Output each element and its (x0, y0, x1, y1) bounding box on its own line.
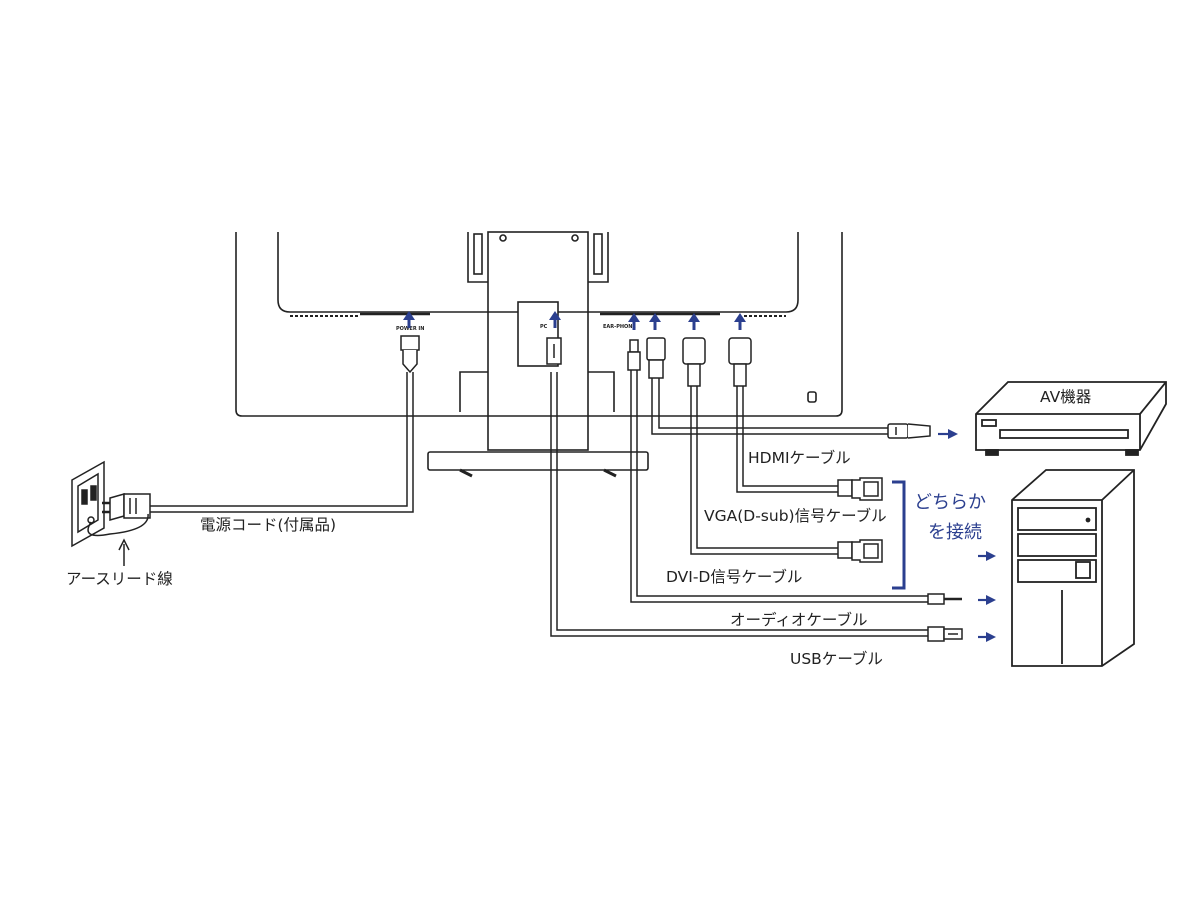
usb-cable-label: USBケーブル (790, 649, 883, 668)
device-connectors (837, 423, 963, 642)
connect-either-label-line1: どちらか (914, 492, 986, 513)
port-arrows (403, 311, 746, 330)
earth-lead-label: アースリード線 (66, 570, 173, 588)
wall-outlet (71, 460, 151, 566)
av-device (975, 381, 1167, 456)
pc-tower (1011, 469, 1135, 667)
power-cord-label: 電源コード(付属品) (200, 516, 336, 534)
port-label-usb: PC (540, 324, 548, 330)
hdmi-cable-label: HDMIケーブル (748, 448, 851, 467)
vga-cable-label: VGA(D-sub)信号ケーブル (704, 506, 887, 525)
audio-cable-label: オーディオケーブル (730, 610, 868, 629)
connect-either-label-line2: を接続 (928, 522, 982, 543)
port-label-power-in: POWER IN (396, 326, 424, 332)
either-bracket (892, 480, 906, 590)
port-label-earphone: EAR-PHONE (603, 324, 636, 330)
monitor-back (235, 231, 843, 478)
cables (150, 370, 928, 637)
av-device-label: AV機器 (1040, 388, 1092, 406)
dvi-cable-label: DVI-D信号ケーブル (666, 567, 802, 586)
monitor-connectors (400, 335, 752, 387)
device-arrows (938, 429, 996, 642)
